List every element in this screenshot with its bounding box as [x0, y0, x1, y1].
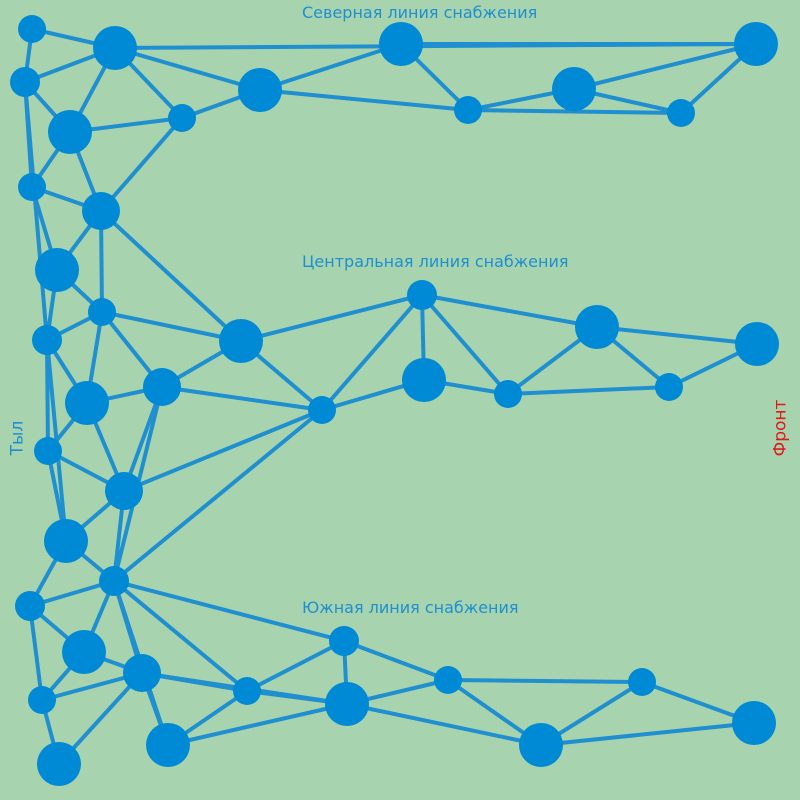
supply-node [62, 630, 106, 674]
supply-node [44, 519, 88, 563]
supply-node [88, 298, 116, 326]
supply-link [166, 702, 349, 747]
supply-link [23, 80, 49, 342]
supply-link [572, 42, 758, 91]
supply-link [113, 46, 262, 92]
supply-node [667, 99, 695, 127]
supply-link [595, 325, 759, 346]
supply-link [122, 408, 324, 493]
supply-link [258, 88, 470, 112]
supply-node [82, 192, 120, 230]
supply-node [379, 22, 423, 66]
supply-node [329, 626, 359, 656]
supply-node [34, 437, 62, 465]
supply-node [15, 591, 45, 621]
supply-node [18, 173, 46, 201]
south-supply-line-label: Южная линия снабжения [302, 598, 519, 617]
supply-node [32, 325, 62, 355]
supply-link [420, 293, 510, 396]
supply-link [446, 678, 644, 684]
supply-node [18, 15, 46, 43]
supply-node [123, 654, 161, 692]
supply-node [454, 96, 482, 124]
supply-node [35, 248, 79, 292]
supply-node [65, 381, 109, 425]
supply-node [93, 26, 137, 70]
supply-link [100, 310, 243, 343]
central-supply-line-label: Центральная линия снабжения [302, 252, 569, 271]
supply-node [219, 319, 263, 363]
supply-link [345, 702, 543, 747]
supply-link [112, 408, 324, 583]
north-supply-line-label: Северная линия снабжения [302, 3, 538, 22]
supply-link [466, 108, 683, 115]
supply-node [325, 682, 369, 726]
supply-link [539, 721, 756, 747]
supply-node [28, 686, 56, 714]
supply-node [575, 305, 619, 349]
supply-node [168, 104, 196, 132]
supply-node [308, 396, 336, 424]
supply-link [99, 116, 184, 213]
supply-node [37, 742, 81, 786]
supply-link [258, 42, 403, 92]
supply-node [655, 373, 683, 401]
supply-node [105, 472, 143, 510]
supply-link [99, 209, 243, 343]
supply-node [146, 723, 190, 767]
supply-link [506, 385, 671, 396]
supply-link [320, 293, 424, 412]
rear-label: Тыл [7, 420, 28, 456]
supply-link [342, 639, 450, 682]
front-label: Фронт [770, 399, 791, 457]
supply-link [28, 604, 44, 702]
supply-link [239, 293, 424, 343]
supply-node [519, 723, 563, 767]
supply-node [99, 566, 129, 596]
supply-node [143, 368, 181, 406]
supply-node [735, 322, 779, 366]
supply-node [407, 280, 437, 310]
supply-link [245, 639, 346, 693]
supply-node [628, 668, 656, 696]
supply-node [494, 380, 522, 408]
supply-node [10, 67, 40, 97]
supply-link [160, 385, 324, 412]
supply-node [238, 68, 282, 112]
supply-node [48, 110, 92, 154]
supply-node [402, 358, 446, 402]
supply-node [732, 701, 776, 745]
supply-link [112, 579, 249, 693]
supply-node [734, 22, 778, 66]
supply-node [233, 677, 261, 705]
supply-node [434, 666, 462, 694]
supply-node [552, 67, 596, 111]
supply-link [420, 293, 599, 329]
supply-link [112, 579, 346, 643]
